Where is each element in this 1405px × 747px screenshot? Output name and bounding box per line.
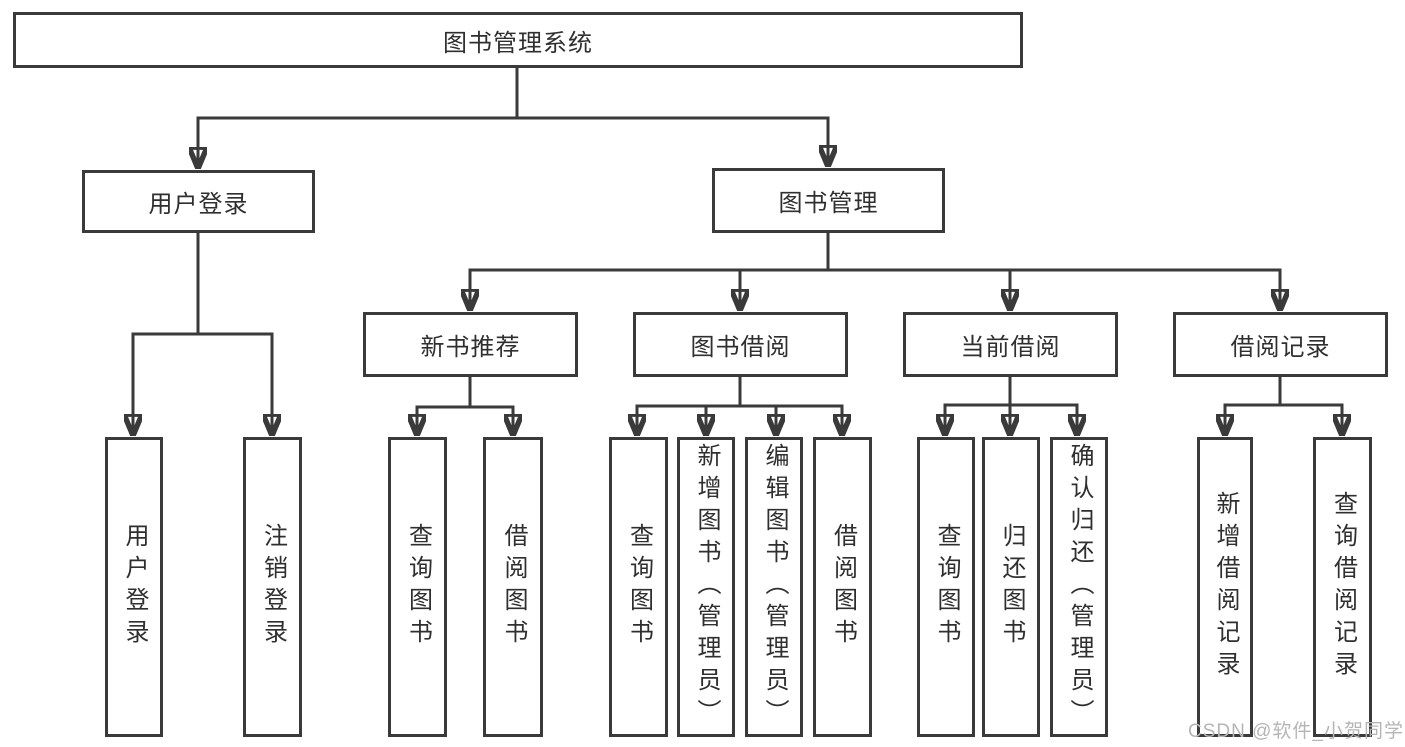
- connector-current-children: [944, 377, 1079, 434]
- connector-root-to-level2: [197, 68, 830, 167]
- leaf-borrow-borrow-book: 借阅图书: [813, 437, 872, 737]
- leaf-logout: 注销登录: [243, 437, 302, 737]
- node-root: 图书管理系统: [13, 12, 1023, 68]
- leaf-user-login: 用户登录: [105, 437, 163, 737]
- connector-user-login-children: [132, 233, 274, 434]
- leaf-borrow-edit-book: 编辑图书（管理员）: [745, 437, 803, 737]
- node-book-borrow: 图书借阅: [633, 312, 848, 377]
- leaf-current-query-book: 查询图书: [917, 437, 975, 737]
- leaf-current-confirm-return: 确认归还（管理员）: [1050, 437, 1108, 737]
- node-new-book-recommend: 新书推荐: [363, 312, 578, 377]
- node-book-management: 图书管理: [712, 168, 945, 233]
- leaf-records-query-record: 查询借阅记录: [1313, 437, 1372, 737]
- leaf-recommend-borrow-book: 借阅图书: [483, 437, 543, 737]
- watermark: CSDN @软件_小贺同学: [1188, 721, 1404, 742]
- connector-records-children: [1224, 377, 1344, 434]
- leaf-current-return-book: 归还图书: [982, 437, 1040, 737]
- node-borrow-records: 借阅记录: [1173, 312, 1388, 377]
- leaf-borrow-query-book: 查询图书: [609, 437, 668, 737]
- leaf-borrow-add-book: 新增图书（管理员）: [677, 437, 735, 737]
- leaf-records-add-record: 新增借阅记录: [1197, 437, 1253, 737]
- connector-borrow-children: [636, 377, 844, 434]
- connector-recommend-children: [416, 377, 515, 434]
- node-current-borrow: 当前借阅: [903, 312, 1118, 377]
- connector-book-management-children: [469, 233, 1282, 309]
- node-user-login: 用户登录: [82, 170, 315, 233]
- leaf-recommend-query-book: 查询图书: [388, 437, 447, 737]
